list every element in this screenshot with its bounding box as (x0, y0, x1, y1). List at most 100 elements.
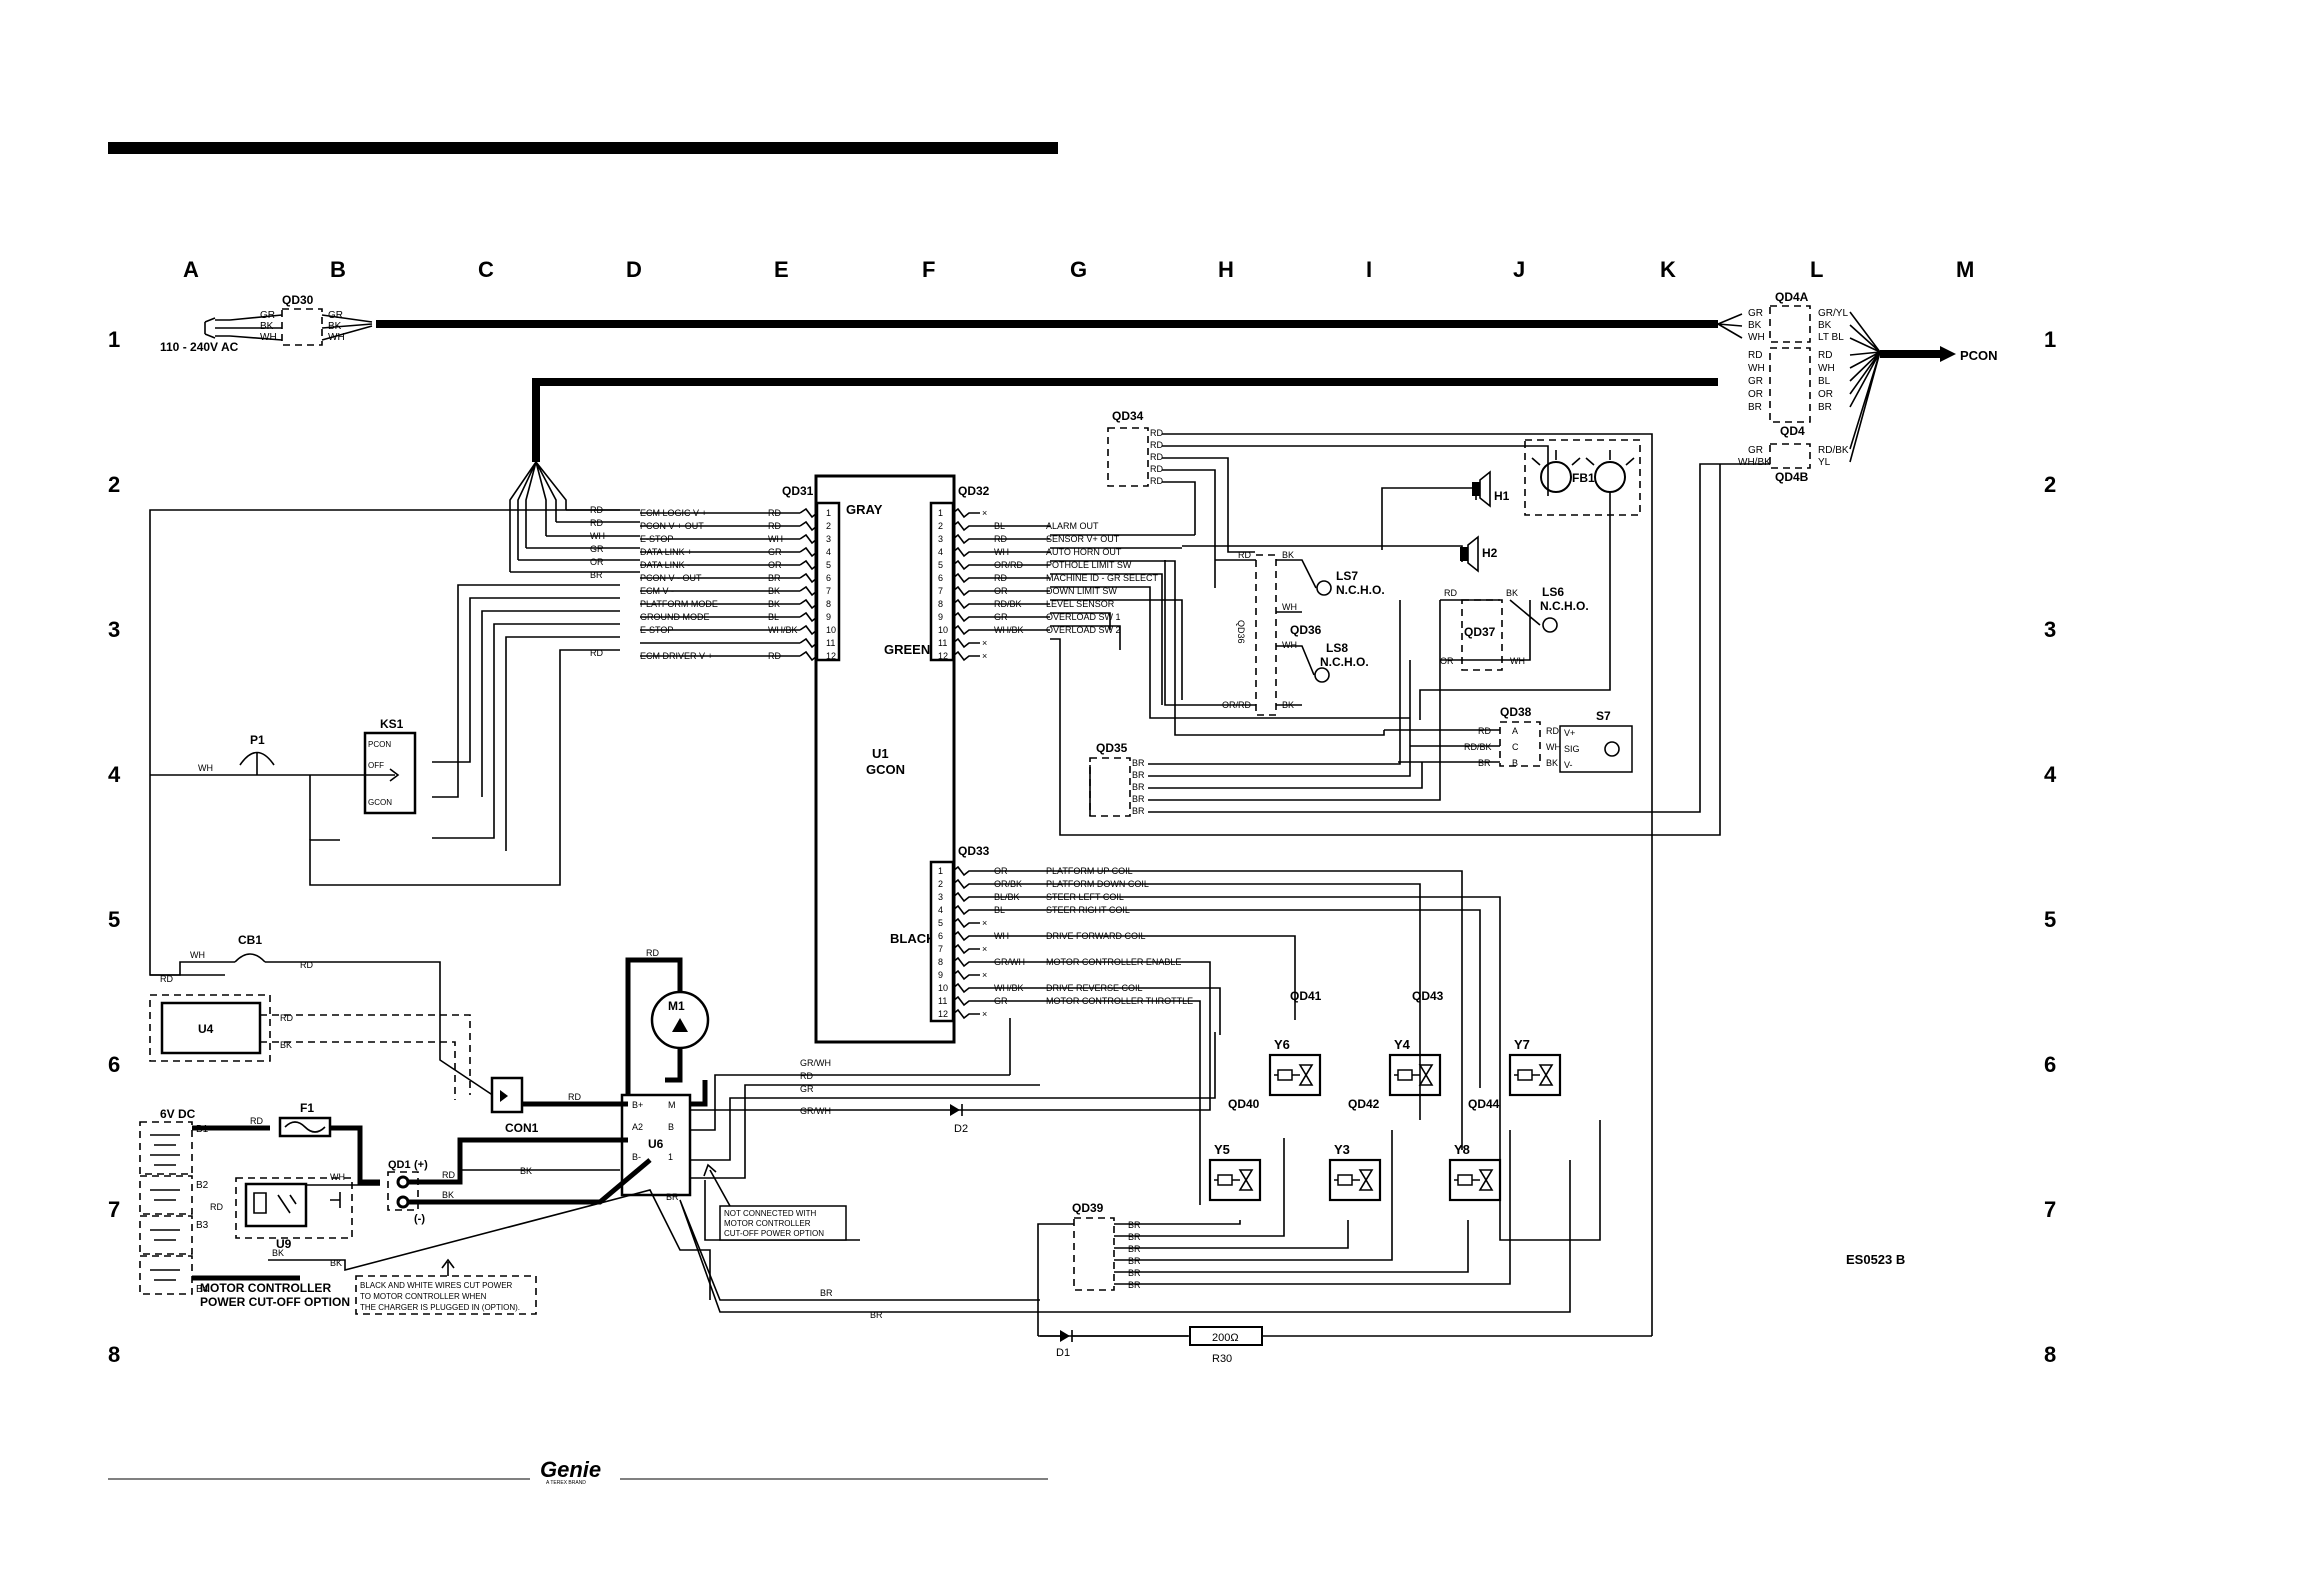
qd33-wire (952, 982, 980, 994)
qd31-wire (640, 520, 818, 532)
qd4-right-3: OR (1818, 389, 1833, 400)
qd32-label: QD32 (958, 484, 990, 498)
qd38-r2: BK (1546, 758, 1558, 768)
qd32-pin-number: 2 (938, 521, 943, 531)
qd37-or: OR (1440, 656, 1454, 666)
qd4a-right-0: GR/YL (1818, 308, 1848, 319)
valve-symbol (1298, 1064, 1314, 1086)
qd39-c3: BR (1128, 1256, 1141, 1266)
grid-row-6-left: 6 (108, 1052, 120, 1077)
u6-pin-bminus: B- (632, 1152, 641, 1162)
qd33-label: QD33 (958, 844, 990, 858)
grid-row-4-left: 4 (108, 762, 121, 787)
qd35-c0: BR (1132, 758, 1145, 768)
gcon-grwh: GR/WH (800, 1058, 831, 1068)
qd4-left-0: RD (1748, 350, 1762, 361)
qd32-signal-label: OVERLOAD SW 2 (1046, 625, 1121, 635)
qd33-pin-number: 1 (938, 866, 943, 876)
qd32-wire (952, 637, 980, 649)
valve-symbol (1238, 1169, 1254, 1191)
qd33-pin-number: 12 (938, 1009, 948, 1019)
bk-wire-2: BK (330, 1258, 342, 1268)
qd1-plus: (+) (414, 1159, 428, 1171)
qd32-wire (952, 598, 980, 610)
qd35-c3: BR (1132, 794, 1145, 804)
genie-logo: Genie (540, 1457, 601, 1482)
gcon-sub: GCON (866, 762, 905, 777)
qd31-pin-number: 7 (826, 586, 831, 596)
cb1-breaker: CB1 WH RD RD (150, 933, 501, 1101)
grid-col-h: H (1218, 257, 1234, 282)
grid-row-8-left: 8 (108, 1342, 120, 1367)
qd32-signal-label: AUTO HORN OUT (1046, 547, 1122, 557)
qd32-wire (952, 520, 980, 532)
qd39-c4: BR (1128, 1268, 1141, 1278)
qd35-c1: BR (1132, 770, 1145, 780)
ls6-rd: RD (1444, 588, 1457, 598)
r30-resistor: 200Ω R30 (1072, 1326, 1652, 1365)
valve-label: Y6 (1274, 1037, 1290, 1052)
qd37-label: QD37 (1464, 625, 1496, 639)
grid-col-j: J (1513, 257, 1525, 282)
grid-row-7-left: 7 (108, 1197, 120, 1222)
qd33-unused-mark: × (982, 918, 987, 928)
qd31-pin-number: 6 (826, 573, 831, 583)
grid-col-k: K (1660, 257, 1676, 282)
grid-labels: A B C D E F G H I J K L M 1 2 3 4 5 6 7 … (108, 257, 2057, 1367)
ks1-label: KS1 (380, 717, 404, 731)
qd39-c5: BR (1128, 1280, 1141, 1290)
h1-alarm: H1 (1381, 470, 1510, 550)
qd32-signal-label: DOWN LIMIT SW (1046, 586, 1117, 596)
qd31-wire (640, 507, 818, 519)
qd33-wire (952, 904, 980, 916)
br-long-1: BR (820, 1288, 833, 1298)
u6-bk: BK (520, 1166, 532, 1176)
grid-row-3-left: 3 (108, 617, 120, 642)
grid-row-2-left: 2 (108, 472, 120, 497)
header-bar (108, 142, 1058, 154)
qd32-unused-mark: × (982, 638, 987, 648)
qd34-c0: RD (1150, 428, 1163, 438)
qd31-wire (640, 546, 818, 558)
cb1-rd-right: RD (300, 960, 313, 970)
qd39-c2: BR (1128, 1244, 1141, 1254)
ls6-label: LS6 (1542, 585, 1564, 599)
qd33-unused-mark: × (982, 970, 987, 980)
qd33-unused-mark: × (982, 944, 987, 954)
valve-symbol (1538, 1064, 1554, 1086)
u9-label: U9 (276, 1237, 292, 1251)
qd4-right-2: BL (1818, 376, 1831, 387)
qd4a-label: QD4A (1775, 290, 1809, 304)
qd1-connector: QD1 (+) (-) RD BK (387, 1137, 652, 1225)
qd32-wire (952, 546, 980, 558)
qd38-s7-group: QD38 RD RD/BK BR A C B RD WH BK S7 V+ SI… (1384, 705, 1633, 773)
cb1-rd-left: RD (160, 974, 173, 984)
qd32-signal-label: LEVEL SENSOR (1046, 599, 1115, 609)
qd1-minus: (-) (414, 1213, 425, 1225)
qd35-label: QD35 (1096, 741, 1128, 755)
qd31-wire (640, 598, 818, 610)
fb1-beacon: FB1 (1419, 439, 1641, 720)
qd30-left-1: BK (260, 321, 274, 332)
qd31-pin-number: 3 (826, 534, 831, 544)
ks1-keyswitch: KS1 PCON OFF GCON (363, 717, 417, 815)
grid-row-3-right: 3 (2044, 617, 2056, 642)
grid-row-2-right: 2 (2044, 472, 2056, 497)
qd38-r1: WH (1546, 742, 1561, 752)
cb1-wh: WH (190, 950, 205, 960)
ks1-off: OFF (368, 761, 384, 770)
qd32-pin-number: 10 (938, 625, 948, 635)
qd38-label: QD38 (1500, 705, 1532, 719)
battery-pack: 6V DC B1 B2 B3 B4 RD (139, 1107, 300, 1295)
grid-row-5-left: 5 (108, 907, 120, 932)
qd34-connector: QD34 RD RD RD RD RD (1107, 409, 1653, 1336)
qd32-wire (952, 533, 980, 545)
qd31-wire (640, 624, 818, 636)
qd32-signal-label: OVERLOAD SW 1 (1046, 612, 1121, 622)
gcon-grwh2: GR/WH (800, 1106, 831, 1116)
qd31-pin-number: 5 (826, 560, 831, 570)
qd31-pin-number: 11 (826, 638, 835, 648)
qd31-pin-number: 4 (826, 547, 831, 557)
